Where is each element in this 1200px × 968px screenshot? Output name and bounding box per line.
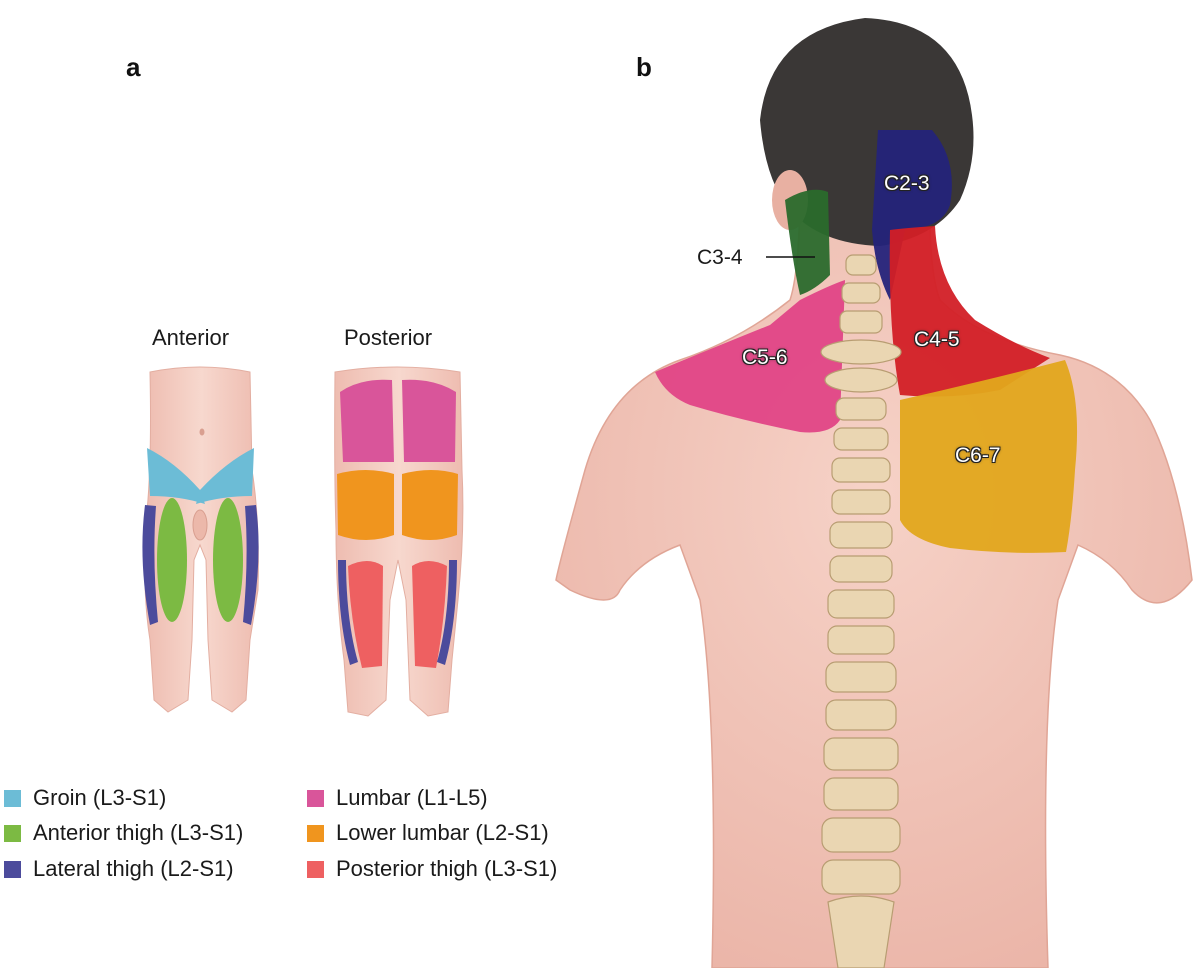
groin-region-right [196,448,254,504]
legend-swatch [307,789,324,807]
navel [199,428,205,436]
legend-label: Lumbar (L1-L5) [336,785,488,810]
lateral-thigh-left [142,505,158,625]
legend-item-lumbar: Lumbar (L1-L5) [307,785,488,811]
anterior-thigh-right [213,498,243,622]
posterior-figure [334,366,464,717]
legend-swatch [4,824,21,842]
legend-swatch [4,789,21,807]
legend-item-lateral-thigh: Lateral thigh (L2-S1) [4,856,234,882]
panel-a-letter: a [126,52,141,82]
legend-label: Anterior thigh (L3-S1) [33,820,244,845]
region-c6-7 [900,360,1078,553]
lateral-thigh-right [243,505,259,625]
legend-item-posterior-thigh: Posterior thigh (L3-S1) [307,856,557,882]
back-figure [555,18,1193,968]
region-label-c6-7: C6-7 [955,444,1001,467]
legend-item-groin: Groin (L3-S1) [4,785,166,811]
legend-item-anterior-thigh: Anterior thigh (L3-S1) [4,820,243,846]
lower-lumbar-right [402,470,458,540]
panel-b-letter: b [636,52,652,82]
region-label-c2-3: C2-3 [884,172,930,195]
anterior-label: Anterior [152,325,230,350]
region-c3-4 [785,189,830,295]
region-label-c4-5: C4-5 [914,328,960,351]
anterior-figure [142,366,259,713]
legend-label: Groin (L3-S1) [33,785,167,810]
region-label-c3-4: C3-4 [697,246,743,269]
lumbar-region-left [340,379,394,462]
lateral-thigh-posterior-right [437,560,457,665]
lateral-thigh-posterior-left [338,560,358,665]
legend-label: Lateral thigh (L2-S1) [33,856,234,881]
lower-lumbar-left [337,470,394,540]
posterior-thigh-right [412,561,447,668]
region-c5-6 [655,280,845,433]
posterior-thigh-left [348,561,383,668]
legend-swatch [307,824,324,842]
groin-region-left [147,448,205,504]
legend-label: Posterior thigh (L3-S1) [336,856,558,881]
region-label-c5-6: C5-6 [742,346,788,369]
region-c4-5 [889,226,1050,397]
legend-swatch [307,860,324,878]
legend-item-lower-lumbar: Lower lumbar (L2-S1) [307,820,549,846]
spine [820,254,902,968]
legend-label: Lower lumbar (L2-S1) [336,820,549,845]
lumbar-region-right [402,379,456,462]
anterior-thigh-left [157,498,187,622]
posterior-label: Posterior [344,325,433,350]
anterior-genitals [192,509,208,541]
legend-swatch [4,860,21,878]
